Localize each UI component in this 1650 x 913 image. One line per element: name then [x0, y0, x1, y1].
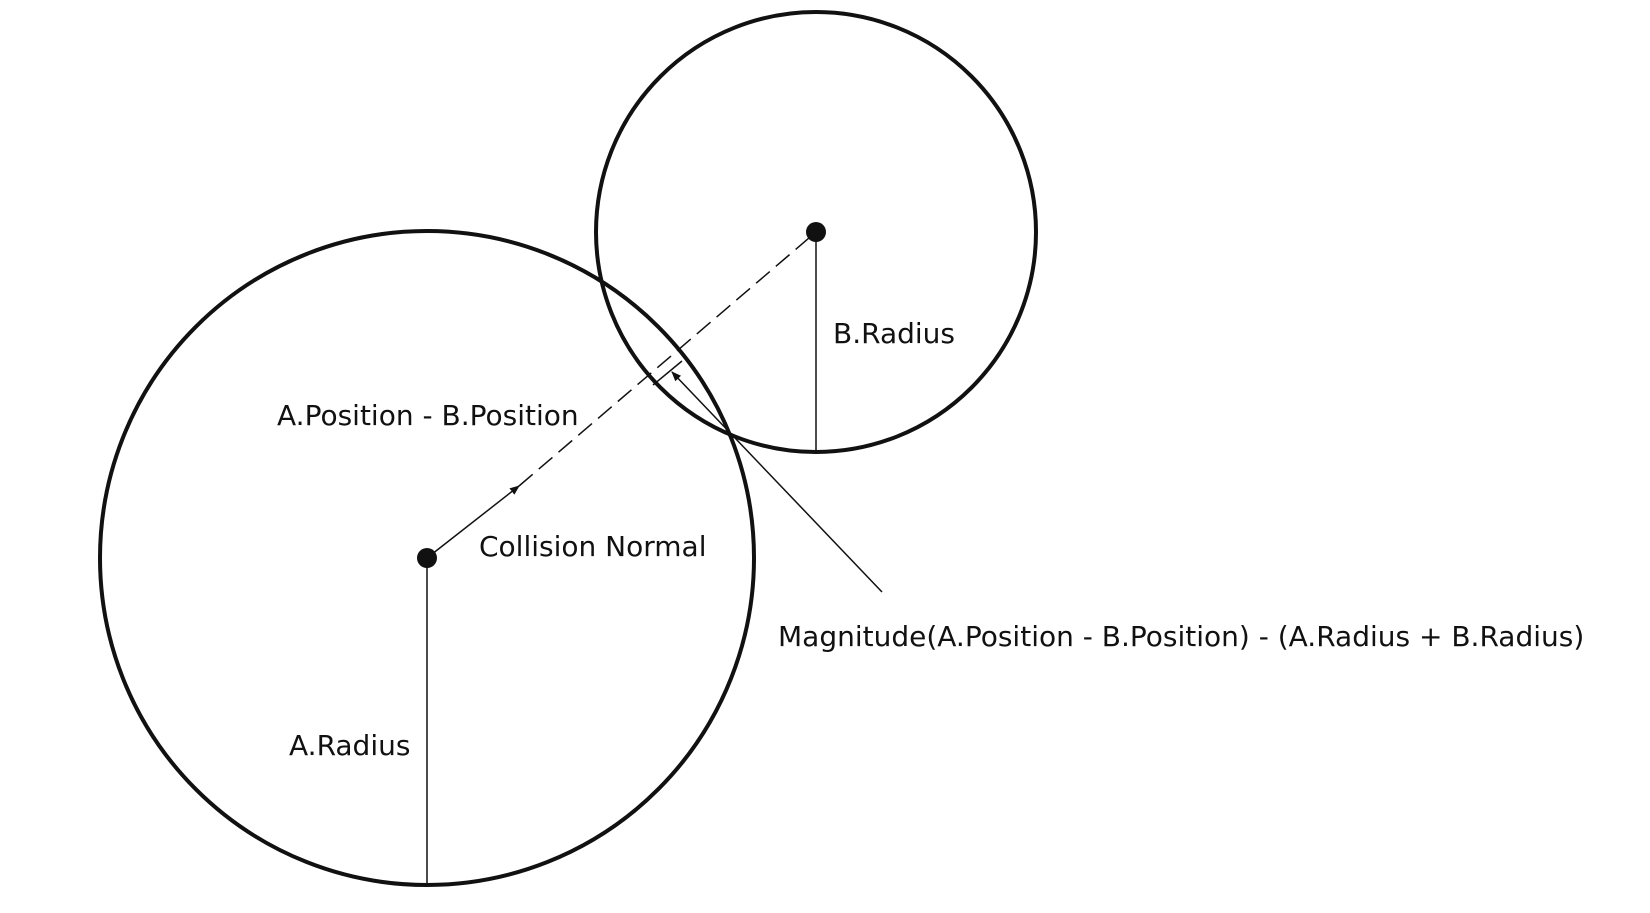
position-difference-label: A.Position - B.Position — [277, 399, 579, 432]
position-difference-line — [518, 231, 817, 487]
collision-normal-arrow — [426, 485, 520, 559]
penetration-formula-label: Magnitude(A.Position - B.Position) - (A.… — [778, 620, 1584, 653]
overlap-segment — [652, 360, 683, 386]
circle-b-center — [806, 222, 826, 242]
circle-a-center — [417, 548, 437, 568]
collision-normal-label: Collision Normal — [479, 530, 706, 563]
a-radius-label: A.Radius — [289, 729, 410, 762]
b-radius-label: B.Radius — [833, 317, 955, 350]
penetration-leader-arrow — [671, 371, 883, 593]
